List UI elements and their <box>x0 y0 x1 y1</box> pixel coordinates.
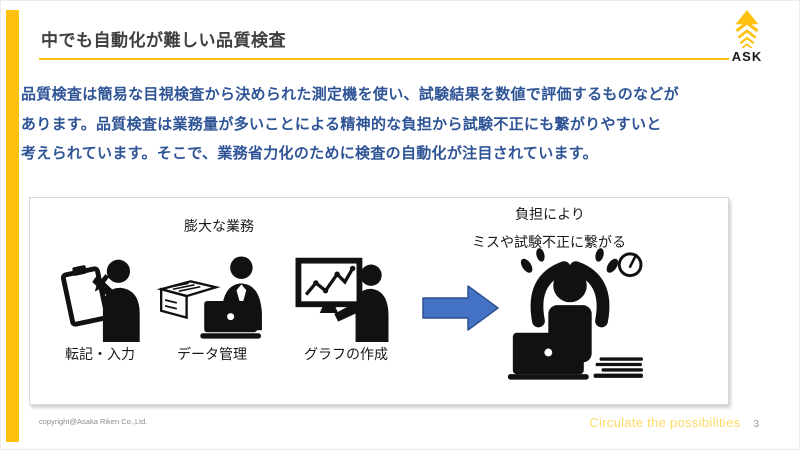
task-label: 転記・入力 <box>65 346 135 362</box>
page-number: 3 <box>753 419 759 430</box>
company-logo: ASK <box>723 10 771 64</box>
result-caption-line1: 負担により <box>515 206 585 222</box>
diagram-panel: 膨大な業務 <box>29 197 729 405</box>
copyright-text: copyright@Asaka Riken Co.,Ltd. <box>39 417 148 426</box>
left-accent-bar <box>6 10 19 442</box>
body-line: 品質検査は簡易な目視検査から決められた測定機を使い、試験結果を数値で評価するもの… <box>21 86 679 103</box>
stressed-worker-icon <box>490 248 650 391</box>
body-line: あります。品質検査は業務量が多いことによる精神的な負担から試験不正にも繋がりやす… <box>21 115 662 133</box>
logo-text: ASK <box>731 49 763 64</box>
title-underline <box>39 58 729 60</box>
right-block-arrow-icon <box>422 283 500 333</box>
clipboard-writer-icon <box>55 250 145 347</box>
group-label: 膨大な業務 <box>184 218 254 234</box>
laptop-papers-icon <box>154 254 274 349</box>
task-label: データ管理 <box>177 346 247 362</box>
result-caption-line2: ミスや試験不正に繋がる <box>472 234 626 250</box>
slide-title: 中でも自動化が難しい品質検査 <box>41 31 286 50</box>
chart-presenter-icon <box>292 250 392 347</box>
tagline-text: Circulate the possibilities <box>589 415 741 430</box>
body-paragraph: 品質検査は簡易な目視検査から決められた測定機を使い、試験結果を数値で評価するもの… <box>21 80 789 169</box>
yellow-arrow-tree-icon <box>723 10 771 48</box>
task-label: グラフの作成 <box>304 346 388 362</box>
body-line: 考えられています。そこで、業務省力化のために検査の自動化が注目されています。 <box>21 145 598 162</box>
footer-right: Circulate the possibilities 3 <box>589 414 759 432</box>
